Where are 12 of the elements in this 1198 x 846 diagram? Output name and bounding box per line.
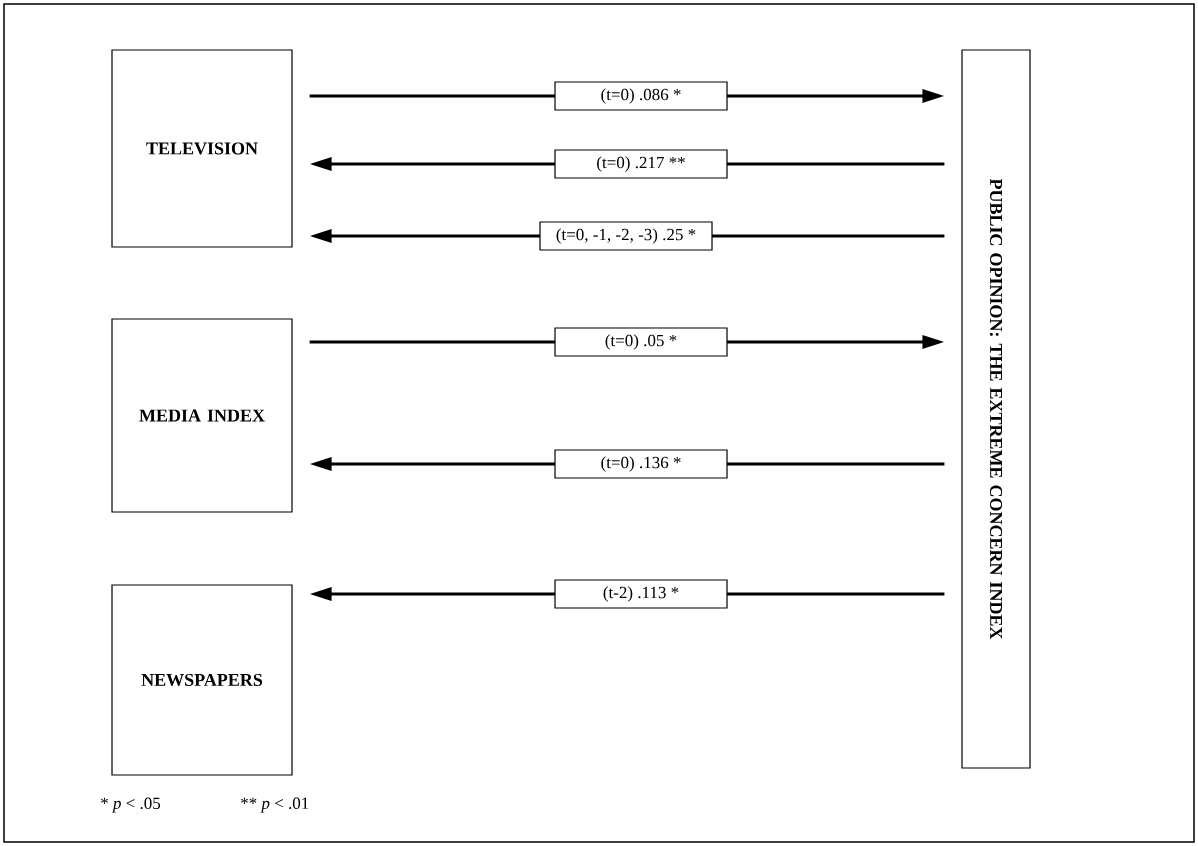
edge-label: (t=0) .05 * — [605, 334, 677, 350]
process-box: TELEVISION — [111, 49, 293, 248]
edge-label: (t=0, -1, -2, -3) .25 * — [556, 228, 696, 244]
significance-note: ** p < .01 — [241, 797, 309, 813]
process-box: NEWSPAPERS — [111, 584, 293, 776]
vertical-box: PUBLIC OPINION: THE EXTREME CONCERN INDEX — [961, 49, 1031, 769]
edge-label: (t-2) .113 * — [603, 586, 679, 602]
process-box: MEDIA INDEX — [111, 318, 293, 513]
edge-label: (t=0) .217 ** — [597, 156, 685, 172]
edge-label: (t=0) .086 * — [601, 88, 681, 104]
edge-label: (t=0) .136 * — [601, 456, 681, 472]
significance-note: *p < .05 — [101, 797, 161, 813]
